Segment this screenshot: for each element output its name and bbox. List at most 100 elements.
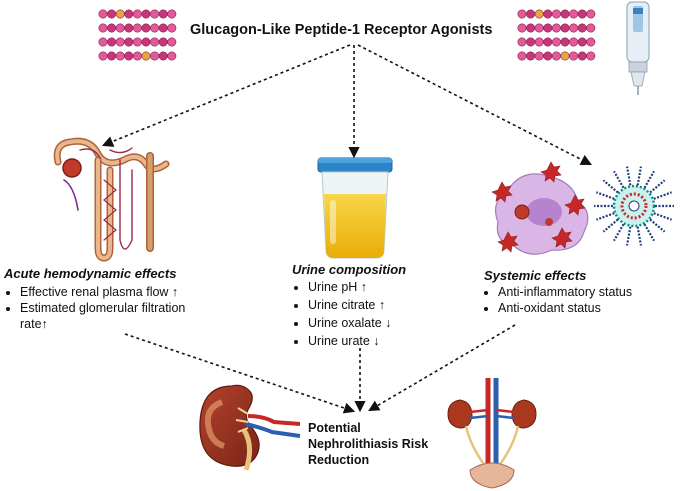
arrows [101, 44, 592, 414]
amino-acid-bead [107, 23, 117, 33]
amino-acid-bead [517, 23, 527, 33]
amino-acid-bead [158, 9, 168, 19]
peptide-chain-left-icon [98, 9, 177, 61]
amino-acid-bead [115, 37, 125, 47]
ligand-spike [643, 223, 655, 242]
amino-acid-bead [158, 51, 168, 61]
amino-acid-bead [577, 51, 587, 61]
systemic-item: Anti-inflammatory status [498, 284, 632, 300]
peptide-chain-right-icon [517, 9, 596, 61]
ligand-spike [653, 212, 672, 221]
arrow-systemic-to-outcome [368, 324, 516, 412]
systemic-item: Anti-oxidant status [498, 300, 632, 316]
amino-acid-bead [124, 9, 134, 19]
amino-acid-bead [534, 23, 544, 33]
ligand-spike [653, 191, 672, 200]
amino-acid-bead [107, 37, 117, 47]
amino-acid-bead [560, 51, 570, 61]
amino-acid-bead [517, 51, 527, 61]
amino-acid-bead [577, 9, 587, 19]
amino-acid-bead [115, 23, 125, 33]
amino-acid-bead [586, 9, 596, 19]
page-title: Glucagon-Like Peptide-1 Receptor Agonist… [190, 22, 493, 38]
acute-heading: Acute hemodynamic effects [4, 266, 177, 281]
amino-acid-bead [543, 51, 553, 61]
ligand-spike [625, 226, 632, 246]
arrow-to-acute [101, 44, 351, 147]
urine-heading: Urine composition [292, 262, 407, 277]
ligand-spike [649, 218, 666, 233]
amino-acid-bead [534, 51, 544, 61]
amino-acid-bead [150, 51, 160, 61]
amino-acid-bead [167, 23, 177, 33]
urine-cup-icon [317, 157, 393, 259]
amino-acid-bead [115, 9, 125, 19]
acute-item: Effective renal plasma flow ↑ [20, 284, 185, 300]
ligand-spike [596, 212, 615, 221]
ligand-spike [625, 166, 632, 186]
arrow-to-systemic [357, 44, 592, 166]
amino-acid-bead [551, 9, 561, 19]
nanoparticle-icon [594, 166, 674, 246]
amino-acid-bead [526, 51, 536, 61]
amino-acid-bead [158, 37, 168, 47]
amino-acid-bead [150, 23, 160, 33]
urine-list: Urine pH ↑ Urine citrate ↑ Urine oxalate… [292, 278, 391, 350]
amino-acid-bead [577, 37, 587, 47]
kidney-cross-section-icon [199, 384, 301, 471]
ligand-spike [596, 191, 615, 200]
amino-acid-bead [526, 9, 536, 19]
amino-acid-bead [543, 37, 553, 47]
acute-list: Effective renal plasma flow ↑ Estimated … [4, 284, 185, 332]
amino-acid-bead [141, 37, 151, 47]
amino-acid-bead [560, 37, 570, 47]
amino-acid-bead [551, 37, 561, 47]
amino-acid-bead [167, 37, 177, 47]
amino-acid-bead [569, 51, 579, 61]
amino-acid-bead [586, 51, 596, 61]
amino-acid-bead [517, 9, 527, 19]
nephron-icon [53, 137, 170, 262]
urine-item: Urine pH ↑ [308, 278, 391, 296]
amino-acid-bead [132, 9, 142, 19]
amino-acid-bead [586, 23, 596, 33]
amino-acid-bead [569, 37, 579, 47]
amino-acid-bead [560, 9, 570, 19]
amino-acid-bead [150, 9, 160, 19]
amino-acid-bead [132, 51, 142, 61]
amino-acid-bead [577, 23, 587, 33]
outcome-line: Potential [308, 421, 361, 435]
arrow-acute-to-outcome [124, 333, 356, 414]
amino-acid-bead [526, 37, 536, 47]
amino-acid-bead [98, 51, 108, 61]
amino-acid-bead [167, 51, 177, 61]
amino-acid-bead [124, 37, 134, 47]
amino-acid-bead [124, 23, 134, 33]
amino-acid-bead [132, 23, 142, 33]
amino-acid-bead [543, 9, 553, 19]
amino-acid-bead [150, 37, 160, 47]
amino-acid-bead [569, 9, 579, 19]
amino-acid-bead [115, 51, 125, 61]
outcome-line: Reduction [308, 453, 370, 467]
amino-acid-bead [526, 23, 536, 33]
ligand-spike [649, 179, 666, 194]
ligand-spike [602, 218, 619, 233]
outcome-label: Potential Nephrolithiasis Risk Reduction [308, 420, 438, 468]
acute-item-continued: rate↑ [20, 317, 48, 331]
amino-acid-bead [534, 9, 544, 19]
amino-acid-bead [551, 23, 561, 33]
amino-acid-bead [551, 51, 561, 61]
urinary-tract-icon [447, 378, 537, 489]
amino-acid-bead [98, 9, 108, 19]
macrophage-icon [491, 161, 589, 255]
amino-acid-bead [517, 37, 527, 47]
amino-acid-bead [132, 37, 142, 47]
amino-acid-bead [107, 51, 117, 61]
amino-acid-bead [543, 23, 553, 33]
systemic-heading: Systemic effects [484, 268, 587, 283]
amino-acid-bead [167, 9, 177, 19]
urine-item: Urine urate ↓ [308, 332, 391, 350]
amino-acid-bead [98, 37, 108, 47]
